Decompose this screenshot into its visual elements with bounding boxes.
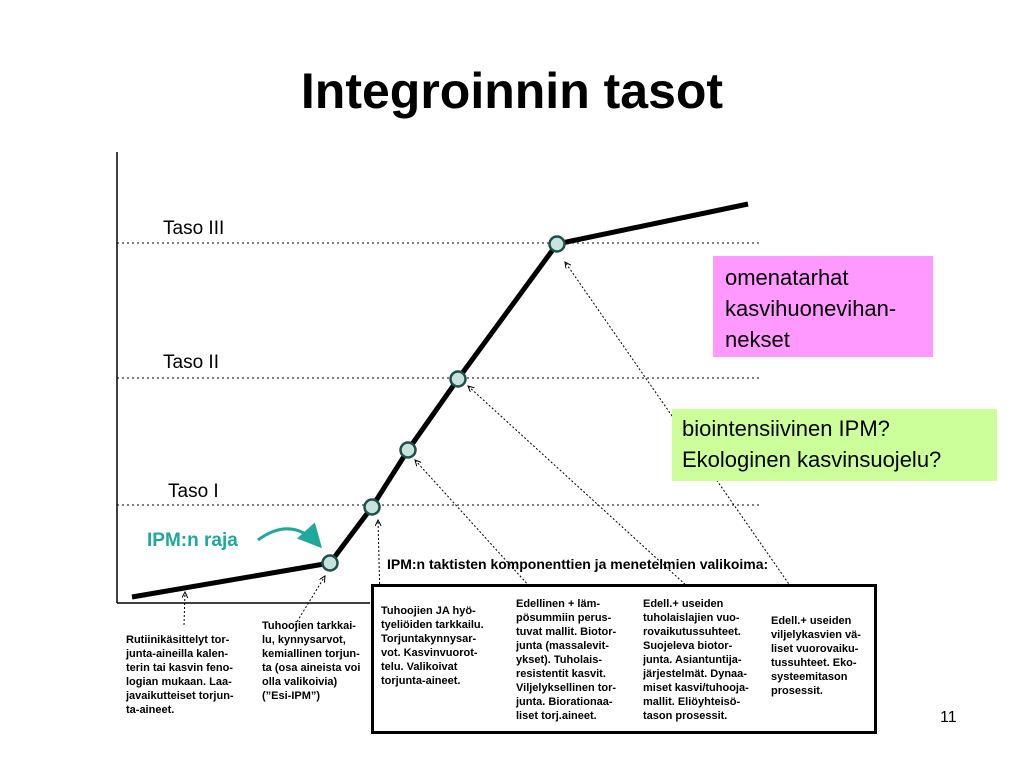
text-line: junta (massalevit-	[516, 640, 609, 652]
text-line: (”Esi-IPM”)	[262, 690, 321, 702]
text-line: pösummiin perus-	[516, 612, 612, 624]
text-line: logian mukaan. Laa-	[126, 676, 232, 688]
callout-line: biointensiivinen IPM?	[682, 416, 890, 441]
text-line: Viljelyksellinen tor-	[516, 682, 617, 694]
text-line: tuholaislajien vuo-	[643, 612, 740, 624]
text-line: telu. Valikoivat	[381, 661, 458, 673]
text-line: mallit. Eliöyhteisö-	[643, 696, 741, 708]
text-line: tussuhteet. Eko-	[771, 657, 857, 669]
text-line: Suojeleva biotor-	[643, 640, 733, 652]
text-line: rovaikutussuhteet.	[643, 626, 741, 638]
text-line: Torjuntakynnysar-	[381, 633, 477, 645]
table-column-3: Edell.+ useiden tuholaislajien vuo- rova…	[643, 597, 749, 723]
text-line: junta. Asiantuntija-	[643, 654, 742, 666]
text-line: kemiallinen torjun-	[262, 648, 360, 660]
level-2-label: Taso II	[163, 352, 219, 373]
table-column-1: Tuhoojien JA hyö- tyeliöiden tarkkailu. …	[381, 604, 484, 688]
pre-ipm-text: Tuhoojien tarkkai- lu, kynnysarvot, kemi…	[262, 619, 370, 703]
text-line: terin tai kasvin feno-	[126, 662, 233, 674]
level-3-label: Taso III	[163, 218, 225, 239]
arrow-routine	[184, 592, 185, 626]
text-line: tyeliöiden tarkkailu.	[381, 619, 484, 631]
arrow-pre-ipm	[294, 576, 325, 626]
text-line: tason prosessit.	[643, 710, 728, 722]
table-column-4: Edell.+ useiden viljelykasvien vä- liset…	[771, 614, 861, 698]
text-line: tuvat mallit. Biotor-	[516, 626, 617, 638]
table-heading: IPM:n taktisten komponenttien ja menetel…	[387, 556, 769, 572]
ipm-limit-label: IPM:n raja	[147, 530, 238, 551]
level-1-label: Taso I	[168, 481, 219, 502]
biointensive-callout: biointensiivinen IPM? Ekologinen kasvins…	[672, 409, 997, 481]
text-line: systeemitason	[771, 671, 848, 683]
text-line: lu, kynnysarvot,	[262, 634, 346, 646]
text-line: Edellinen + läm-	[516, 598, 601, 610]
callout-line: nekset	[725, 327, 790, 352]
text-line: miset kasvi/tuhooja-	[643, 682, 749, 694]
text-line: Edell.+ useiden	[643, 598, 724, 610]
text-line: junta-aineilla kalen-	[126, 648, 229, 660]
text-line: liset torj.aineet.	[516, 710, 597, 722]
text-line: liset vuorovaiku-	[771, 643, 859, 655]
text-line: junta. Biorationaa-	[516, 696, 613, 708]
orchard-callout: omenatarhat kasvihuonevihan- nekset	[713, 256, 933, 357]
node-level-1	[363, 498, 381, 516]
callout-line: omenatarhat	[725, 265, 849, 290]
text-line: ta-aineet.	[126, 704, 175, 716]
node-mid	[399, 441, 417, 459]
text-line: javaikutteiset torjun-	[126, 690, 234, 702]
callout-line: kasvihuonevihan-	[725, 296, 897, 321]
text-line: Tuhoojien JA hyö-	[381, 605, 476, 617]
node-ipm-limit	[321, 554, 339, 572]
node-level-3	[548, 235, 566, 253]
page-number: 11	[940, 709, 957, 726]
text-line: vot. Kasvinvuorot-	[381, 647, 478, 659]
arrow-col2	[415, 460, 541, 599]
ipm-limit-arrow	[257, 522, 323, 549]
text-line: Edell.+ useiden	[771, 615, 852, 627]
text-line: ykset). Tuholais-	[516, 654, 602, 666]
table-column-2: Edellinen + läm- pösummiin perus- tuvat …	[516, 597, 616, 723]
slide-title: Integroinnin tasot	[300, 63, 724, 119]
text-line: torjunta-aineet.	[381, 675, 461, 687]
text-line: ta (osa aineista voi	[262, 662, 361, 674]
text-line: viljelykasvien vä-	[771, 629, 861, 641]
text-line: olla valikoivia)	[262, 676, 338, 688]
text-line: Tuhoojien tarkkai-	[262, 620, 356, 632]
arrow-col3	[468, 386, 701, 599]
text-line: Rutiinikäsittelyt tor-	[126, 634, 230, 646]
routine-treatment-text: Rutiinikäsittelyt tor- junta-aineilla ka…	[126, 633, 234, 717]
callout-line: Ekologinen kasvinsuojelu?	[682, 447, 942, 472]
text-line: järjestelmät. Dynaa-	[643, 668, 747, 680]
components-table	[371, 584, 877, 734]
text-line: prosessit.	[771, 685, 823, 697]
text-line: resistentit kasvit.	[516, 668, 606, 680]
node-level-2	[449, 370, 467, 388]
